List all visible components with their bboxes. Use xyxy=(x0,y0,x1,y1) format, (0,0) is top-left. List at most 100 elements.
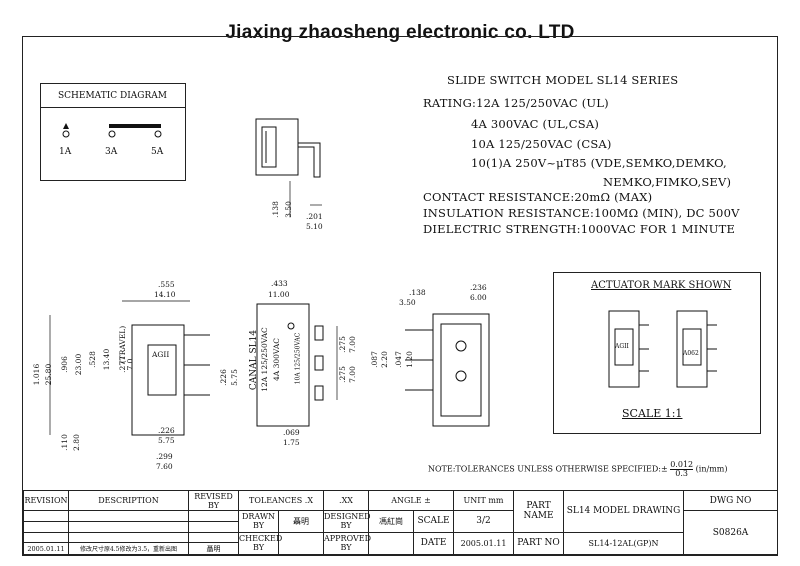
tb-unit-label: UNIT xyxy=(463,496,486,506)
drawing-frame xyxy=(22,36,778,556)
right-view-rivet-2 xyxy=(455,370,467,382)
tb-designed-by: DESIGNED BY xyxy=(323,510,371,533)
title-block: REVISION DESCRIPTION REVISED BY TOLEANCE… xyxy=(23,489,779,556)
tb-date-label: DATE xyxy=(413,531,455,556)
dim-side-350: 3.50 xyxy=(283,201,293,218)
dim-r-600: 6.00 xyxy=(470,293,487,302)
schematic-contact-bar xyxy=(109,124,161,128)
tolerance-top: 0.012 xyxy=(670,460,694,470)
spec-rating-4: 10(1)A 250V~μT85 (VDE,SEMKO,DEMKO, xyxy=(471,156,727,170)
spec-rating-1: RATING:12A 125/250VAC (UL) xyxy=(423,96,609,110)
actuator-box xyxy=(553,272,761,434)
spec-rating-2: 4A 300VAC (UL,CSA) xyxy=(471,117,600,131)
schematic-title: SCHEMATIC DIAGRAM xyxy=(58,91,167,101)
dim-f-275a: .275 xyxy=(337,336,347,353)
left-view-drawing xyxy=(49,300,210,436)
actuator-scale: SCALE 1:1 xyxy=(622,407,683,420)
dim-h-70: 7.0 xyxy=(125,358,135,371)
tb-part-no: SL14-12AL(GP)N xyxy=(563,531,685,556)
schematic-symbol xyxy=(62,123,162,138)
actuator-right-slot xyxy=(682,328,702,366)
tb-part-name-label: PART NAME xyxy=(513,490,565,533)
tb-rev-blank-2 xyxy=(23,520,69,533)
dim-b-299: .299 xyxy=(156,452,173,461)
dim-f-069: .069 xyxy=(283,428,300,437)
side-view-drawing xyxy=(255,118,322,217)
tb-approved-by: APPROVED BY xyxy=(323,531,371,556)
tb-by-blank-1 xyxy=(188,510,239,522)
actuator-right-body xyxy=(676,310,708,388)
tb-rev-desc: 修改尺寸原4.5修改为3.5，重新出图 xyxy=(68,542,189,555)
tb-rev-by: 聶明 xyxy=(188,542,239,555)
dim-w-555: .555 xyxy=(158,280,175,289)
pin-1a-arrow xyxy=(63,123,69,129)
tb-scale-val: 3/2 xyxy=(453,510,515,533)
dim-f-700b: 7.00 xyxy=(347,366,357,383)
tolerance-note: NOTE:TOLERANCES UNLESS OTHERWISE SPECIFI… xyxy=(428,461,728,478)
dim-h-906: .906 xyxy=(59,356,69,373)
tb-unit-val: mm xyxy=(488,496,504,506)
dim-side-138: .138 xyxy=(270,201,280,218)
dim-f-1100: 11.00 xyxy=(268,290,290,299)
dim-side-201: .201 xyxy=(306,212,323,221)
dim-h-280: 2.80 xyxy=(71,434,81,451)
dim-b-226: .226 xyxy=(158,426,175,435)
dim-r-138: .138 xyxy=(409,288,426,297)
tb-desc-blank-3 xyxy=(68,531,189,544)
actuator-left-slot xyxy=(614,328,634,366)
dim-f-275b: .275 xyxy=(337,366,347,383)
tb-drawn-name: 聶明 xyxy=(277,510,325,533)
schematic-box xyxy=(40,83,186,181)
tb-dwg-no-label: DWG NO xyxy=(683,489,779,512)
front-text-line2: 12A 125/250VAC xyxy=(259,327,269,392)
dim-h-2580: 25.80 xyxy=(44,363,54,386)
dim-r-236: .236 xyxy=(470,283,487,292)
dim-h-110: .110 xyxy=(59,434,69,451)
tolerance-fraction: 0.012 0.3 xyxy=(670,460,694,478)
tb-rev-blank-3 xyxy=(23,531,69,544)
pin-1a-circle xyxy=(62,130,70,138)
front-text-line1: CANAL SL14 xyxy=(249,329,260,391)
left-view-body xyxy=(131,324,185,436)
dim-h-2300: 23.00 xyxy=(74,353,84,376)
tb-by-blank-3 xyxy=(188,531,239,544)
tb-angle: ANGLE ± xyxy=(368,489,455,512)
front-terminal-1 xyxy=(314,325,324,341)
company-title: Jiaxing zhaosheng electronic co. LTD xyxy=(225,22,575,43)
spec-insulation: INSULATION RESISTANCE:100MΩ (MIN), DC 50… xyxy=(423,206,740,220)
dim-side-510: 5.10 xyxy=(306,222,323,231)
tb-part-name: SL14 MODEL DRAWING xyxy=(563,490,685,533)
actuator-mark-left: AGII xyxy=(615,343,629,350)
actuator-drawing xyxy=(608,310,717,388)
tb-designed-name: 馮紅崗 xyxy=(368,510,415,533)
dim-b-760: 7.60 xyxy=(156,462,173,471)
pin-1a-label: 1A xyxy=(59,147,72,157)
spec-dielectric: DIELECTRIC STRENGTH:1000VAC FOR 1 MINUTE xyxy=(423,222,736,236)
dim-h-575: 5.75 xyxy=(229,369,239,386)
left-view-actuator xyxy=(147,344,177,396)
tb-checked-name xyxy=(277,531,325,556)
tb-rev-blank-1 xyxy=(23,510,69,522)
tb-checked-by: CHECKED BY xyxy=(238,531,282,556)
tolerance-bottom: 0.3 xyxy=(675,469,689,478)
tb-xx: .XX xyxy=(323,489,370,512)
tb-unit: UNIT mm xyxy=(453,489,515,512)
tolerance-unit: (in/mm) xyxy=(695,464,728,474)
spec-model-line: SLIDE SWITCH MODEL SL14 SERIES xyxy=(447,73,679,87)
front-text-line3: 4A 300VAC xyxy=(271,338,281,381)
dim-r-120: 1.20 xyxy=(404,351,414,368)
tb-rev-date: 2005.01.11 xyxy=(23,542,69,555)
spec-rating-3: 10A 125/250VAC (CSA) xyxy=(471,137,612,151)
dim-h-528: .528 xyxy=(87,351,97,368)
tb-revision: REVISION xyxy=(23,489,69,512)
tb-dwg-no: S0826A xyxy=(683,510,779,555)
dim-h-1340: 13.40 xyxy=(102,348,112,371)
dim-r-220: 2.20 xyxy=(379,351,389,368)
side-view-actuator xyxy=(261,126,277,168)
tb-scale-label: SCALE xyxy=(413,510,455,533)
spec-contact: CONTACT RESISTANCE:20mΩ (MAX) xyxy=(423,190,653,204)
dim-w-1410: 14.10 xyxy=(154,290,176,299)
right-view-inner xyxy=(440,323,482,417)
front-view-body xyxy=(256,303,310,427)
dim-r-047: .047 xyxy=(393,351,403,368)
